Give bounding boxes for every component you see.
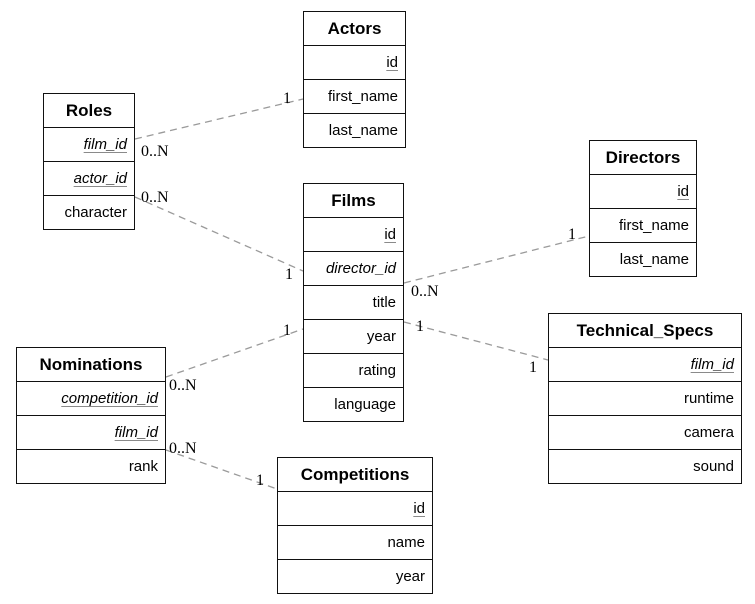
entity-actors: Actors id first_name last_name (303, 11, 406, 148)
entity-actors-field-first-name: first_name (304, 79, 405, 113)
cardinality-films-technical-specs-near-films: 1 (416, 318, 424, 335)
relation-roles-films-line (134, 196, 304, 272)
cardinality-roles-actors-near-actors: 1 (283, 90, 291, 107)
entity-technical-specs-field-sound: sound (549, 449, 741, 483)
relation-nominations-films-line (165, 328, 304, 378)
entity-directors-field-last-name: last_name (590, 242, 696, 276)
cardinality-nominations-competitions-near-competitions: 1 (256, 472, 264, 489)
entity-nominations-field-film-id: film_id (17, 415, 165, 449)
entity-nominations-field-competition-id: competition_id (17, 381, 165, 415)
cardinality-films-directors-near-directors: 1 (568, 226, 576, 243)
entity-technical-specs-field-camera: camera (549, 415, 741, 449)
entity-roles: Roles film_id actor_id character (43, 93, 135, 230)
entity-films-field-id: id (304, 217, 403, 251)
entity-competitions-title: Competitions (300, 465, 410, 484)
cardinality-films-directors-near-films: 0..N (411, 283, 439, 300)
entity-nominations: Nominations competition_id film_id rank (16, 347, 166, 484)
entity-directors: Directors id first_name last_name (589, 140, 697, 277)
entity-directors-field-id: id (590, 174, 696, 208)
entity-actors-title: Actors (327, 19, 382, 38)
entity-nominations-field-rank: rank (17, 449, 165, 483)
entity-technical-specs-field-runtime: runtime (549, 381, 741, 415)
cardinality-roles-films-near-films: 1 (285, 266, 293, 283)
entity-directors-field-first-name: first_name (590, 208, 696, 242)
entity-films: Films id director_id title year rating l… (303, 183, 404, 422)
entity-competitions: Competitions id name year (277, 457, 433, 594)
entity-roles-field-actor-id: actor_id (44, 161, 134, 195)
cardinality-nominations-films-near-films: 1 (283, 322, 291, 339)
entity-actors-field-id: id (304, 45, 405, 79)
relation-roles-actors-line (134, 98, 304, 140)
entity-films-field-rating: rating (304, 353, 403, 387)
relation-films-directors-line (403, 235, 590, 284)
entity-films-title: Films (331, 191, 376, 210)
entity-competitions-field-name: name (278, 525, 432, 559)
entity-technical-specs-field-film-id: film_id (549, 347, 741, 381)
entity-technical-specs-title: Technical_Specs (576, 321, 714, 340)
cardinality-nominations-competitions-near-nominations: 0..N (169, 440, 197, 457)
entity-roles-field-film-id: film_id (44, 127, 134, 161)
entity-roles-title: Roles (65, 101, 113, 120)
cardinality-roles-films-near-roles: 0..N (141, 189, 169, 206)
entity-actors-field-last-name: last_name (304, 113, 405, 147)
entity-nominations-title: Nominations (39, 355, 143, 374)
entity-films-field-director-id: director_id (304, 251, 403, 285)
cardinality-roles-actors-near-roles: 0..N (141, 143, 169, 160)
entity-films-field-year: year (304, 319, 403, 353)
entity-films-field-language: language (304, 387, 403, 421)
cardinality-nominations-films-near-nominations: 0..N (169, 377, 197, 394)
entity-roles-field-character: character (44, 195, 134, 229)
entity-competitions-field-id: id (278, 491, 432, 525)
entity-competitions-field-year: year (278, 559, 432, 593)
relation-films-technical-specs-line (403, 321, 549, 361)
entity-technical-specs: Technical_Specs film_id runtime camera s… (548, 313, 742, 484)
relation-nominations-competitions-line (165, 449, 278, 490)
entity-directors-title: Directors (605, 148, 681, 167)
entity-films-field-title: title (304, 285, 403, 319)
cardinality-films-technical-specs-near-technical-specs: 1 (529, 359, 537, 376)
